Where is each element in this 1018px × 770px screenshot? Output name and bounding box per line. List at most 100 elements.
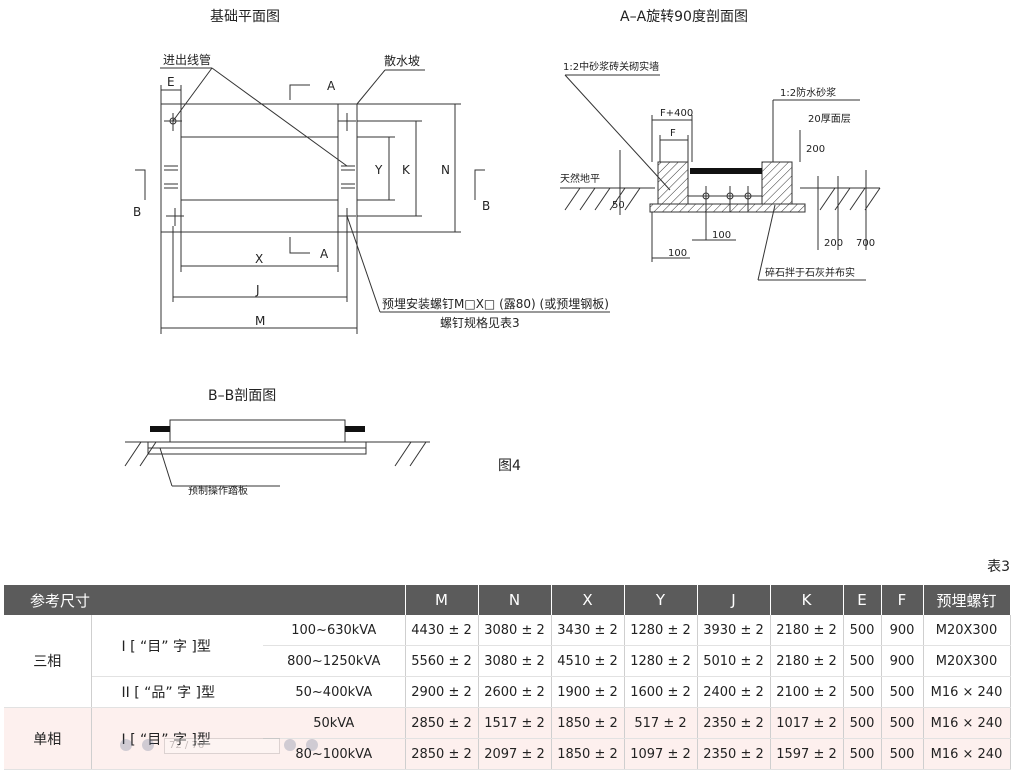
page-indicator[interactable]: 72 / 76 — [164, 738, 280, 754]
bb-plate-left — [150, 426, 170, 432]
type-label: I [ “目” 字 ]型 — [91, 615, 263, 677]
type-label: II [ “品” 字 ]型 — [91, 676, 263, 708]
section-aa-view — [560, 74, 881, 281]
pdf-viewer-toolbar: 72 / 76 — [112, 737, 692, 755]
dim-x-label: X — [255, 252, 263, 266]
dim-y-label: Y — [374, 163, 383, 177]
value-bolt: M20X300 — [923, 645, 1011, 677]
value-k: 2180 ± 2 — [770, 645, 844, 677]
capacity-cell: 50~400kVA — [263, 676, 406, 708]
table-row: 三相 I [ “目” 字 ]型 100~630kVA 4430 ± 2 3080… — [4, 615, 1011, 708]
value-e: 500 — [843, 707, 882, 739]
header-n: N — [478, 585, 552, 615]
technical-drawing: 基础平面图 A–A旋转90度剖面图 B–B剖面图 图4 — [124, 8, 881, 497]
mortar-wall-label: 1:2中砂浆砖关砌实墙 — [563, 60, 659, 73]
value-y: 1600 ± 2 — [624, 676, 698, 708]
dim-n-label: N — [441, 163, 450, 177]
value-bolt: M16 × 240 — [923, 707, 1011, 739]
value-y: 1280 ± 2 — [624, 615, 698, 646]
header-j: J — [697, 585, 771, 615]
cut-a-top-label: A — [327, 79, 336, 93]
header-e: E — [843, 585, 882, 615]
section-bb-view — [124, 419, 430, 487]
header-k: K — [770, 585, 844, 615]
page-up-icon[interactable] — [142, 739, 154, 751]
surface-label: 20厚面层 — [808, 113, 851, 125]
dim-f400-label: F+400 — [660, 108, 693, 119]
page-down-icon[interactable] — [284, 739, 296, 751]
value-e: 500 — [843, 645, 882, 677]
value-k: 2100 ± 2 — [770, 676, 844, 708]
value-j: 2350 ± 2 — [697, 707, 771, 739]
waterproof-label: 1:2防水砂浆 — [780, 86, 836, 99]
capacity-cell: 50kVA — [263, 707, 406, 739]
value-y: 1280 ± 2 — [624, 645, 698, 677]
category-three-phase: 三相 — [4, 615, 92, 708]
value-bolt: M16 × 240 — [923, 738, 1011, 770]
zoom-in-icon[interactable] — [306, 739, 318, 751]
value-m: 5560 ± 2 — [405, 645, 479, 677]
dim-e-label: E — [167, 75, 175, 89]
value-y: 517 ± 2 — [624, 707, 698, 739]
conduit-label: 进出线管 — [163, 52, 211, 67]
cut-b-left-label: B — [133, 205, 141, 219]
header-reference-size: 参考尺寸 — [4, 585, 406, 615]
value-bolt: M16 × 240 — [923, 676, 1011, 708]
dim-m-label: M — [255, 314, 265, 328]
figure-label: 图4 — [498, 458, 521, 474]
bb-plate-right — [345, 426, 365, 432]
table-row: II [ “品” 字 ]型 50~400kVA 2900 ± 2 2600 ± … — [4, 676, 1011, 708]
gravel-label: 碎石拌于石灰并布实 — [765, 266, 855, 279]
dim-700-label: 700 — [856, 238, 875, 249]
dim-200-top-label: 200 — [806, 144, 825, 155]
dim-k-label: K — [402, 163, 411, 177]
value-f: 500 — [881, 676, 924, 708]
value-n: 3080 ± 2 — [478, 645, 552, 677]
value-f: 900 — [881, 615, 924, 646]
header-y: Y — [624, 585, 698, 615]
header-f: F — [881, 585, 924, 615]
section-aa-title: A–A旋转90度剖面图 — [620, 9, 748, 25]
plate-label: 预制操作踏板 — [188, 484, 248, 497]
dim-j-label: J — [255, 283, 260, 297]
aa-surface-layer — [690, 168, 762, 174]
value-m: 4430 ± 2 — [405, 615, 479, 646]
dim-50-label: 50 — [612, 200, 625, 211]
value-k: 1017 ± 2 — [770, 707, 844, 739]
cut-a-bottom-label: A — [320, 247, 329, 261]
table-label: 表3 — [987, 559, 1010, 575]
value-j: 2350 ± 2 — [697, 738, 771, 770]
table-row: 800~1250kVA 5560 ± 2 3080 ± 2 4510 ± 2 1… — [4, 645, 1011, 677]
value-n: 2600 ± 2 — [478, 676, 552, 708]
plan-labels: 进出线管 散水坡 A A B B E X J M Y K N 预埋安装螺钉M□X… — [133, 52, 609, 330]
value-m: 2900 ± 2 — [405, 676, 479, 708]
value-n: 3080 ± 2 — [478, 615, 552, 646]
value-k: 1597 ± 2 — [770, 738, 844, 770]
value-bolt: M20X300 — [923, 615, 1011, 646]
category-single-phase: 单相 — [4, 707, 92, 770]
value-j: 3930 ± 2 — [697, 615, 771, 646]
plan-title: 基础平面图 — [210, 8, 280, 25]
value-j: 5010 ± 2 — [697, 645, 771, 677]
value-e: 500 — [843, 738, 882, 770]
dim-100-b-label: 100 — [668, 248, 687, 259]
dim-100-a-label: 100 — [712, 230, 731, 241]
value-x: 3430 ± 2 — [551, 615, 625, 646]
value-f: 900 — [881, 645, 924, 677]
ground-label: 天然地平 — [560, 172, 600, 185]
value-j: 2400 ± 2 — [697, 676, 771, 708]
capacity-cell: 800~1250kVA — [263, 645, 406, 677]
value-x: 1900 ± 2 — [551, 676, 625, 708]
table-row: 单相 I [ “目” 字 ]型 50kVA 2850 ± 2 1517 ± 2 … — [4, 707, 1011, 770]
section-bb-title: B–B剖面图 — [208, 388, 276, 404]
bolt-note-1: 预埋安装螺钉M□X□ (露80) (或预埋钢板) — [382, 296, 609, 311]
zoom-out-icon[interactable] — [120, 739, 132, 751]
header-m: M — [405, 585, 479, 615]
table-header-row: 参考尺寸 M N X Y J K E F 预埋螺钉 — [4, 585, 1011, 615]
header-bolt: 预埋螺钉 — [923, 585, 1011, 615]
cut-b-right-label: B — [482, 199, 490, 213]
capacity-cell: 100~630kVA — [263, 615, 406, 646]
value-f: 500 — [881, 738, 924, 770]
value-f: 500 — [881, 707, 924, 739]
apron-label: 散水坡 — [384, 53, 420, 68]
